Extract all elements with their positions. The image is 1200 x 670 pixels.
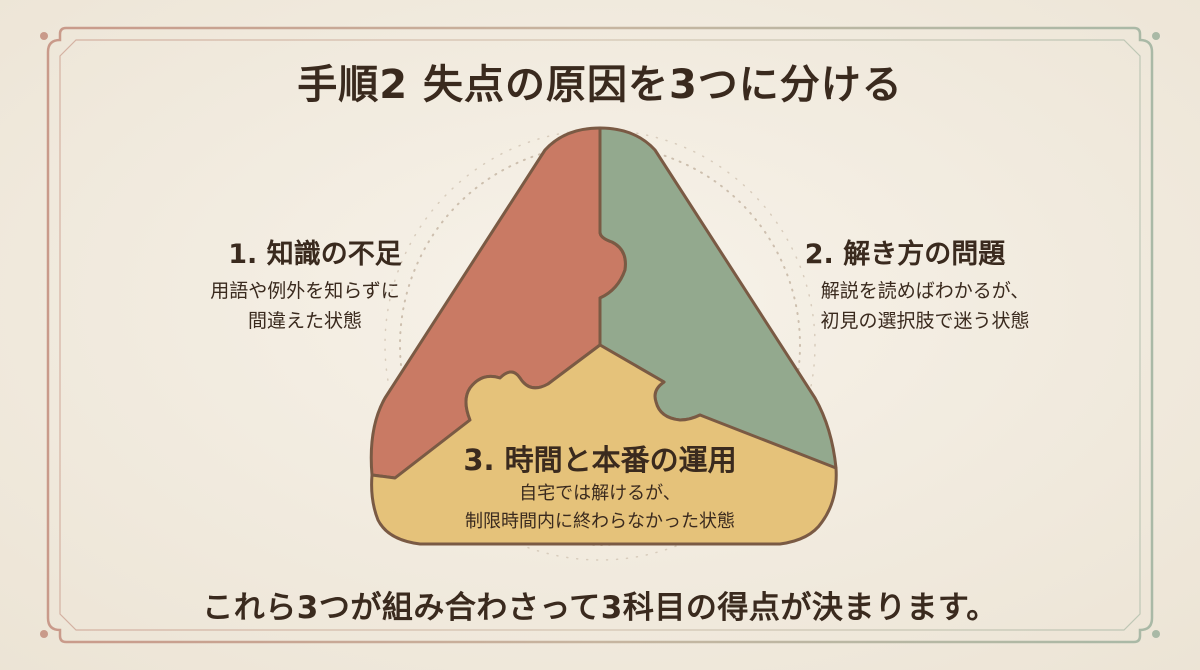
puzzle-piece-timing	[370, 343, 838, 546]
page-title: 手順2 失点の原因を3つに分ける	[297, 62, 903, 108]
cause-timing-description: 自宅では解けるが、 制限時間内に終わらなかった状態	[400, 480, 800, 536]
dotted-ring-inner	[384, 129, 816, 561]
description-line: 用語や例外を知らずに	[210, 280, 400, 302]
cause-method-description: 解説を読めばわかるが、 初見の選択肢で迷う状態	[775, 276, 1075, 336]
decorative-frame	[46, 26, 1154, 644]
dotted-ring-outer	[399, 144, 801, 546]
cause-knowledge-description: 用語や例外を知らずに 間違えた状態	[160, 276, 450, 336]
description-line: 間違えた状態	[247, 310, 362, 332]
description-line: 解説を読めばわかるが、	[820, 280, 1030, 302]
cause-timing-heading: 3. 時間と本番の運用	[463, 443, 737, 477]
description-line: 制限時間内に終わらなかった状態	[465, 511, 735, 532]
puzzle-triangle	[369, 126, 838, 546]
frame-corner-dots	[40, 32, 1160, 638]
summary-caption: これら3つが組み合わさって3科目の得点が決まります。	[202, 590, 998, 626]
cause-knowledge-heading: 1. 知識の不足	[228, 239, 402, 270]
cause-method-heading: 2. 解き方の問題	[804, 239, 1006, 270]
description-line: 初見の選択肢で迷う状態	[820, 310, 1030, 332]
description-line: 自宅では解けるが、	[519, 483, 681, 504]
